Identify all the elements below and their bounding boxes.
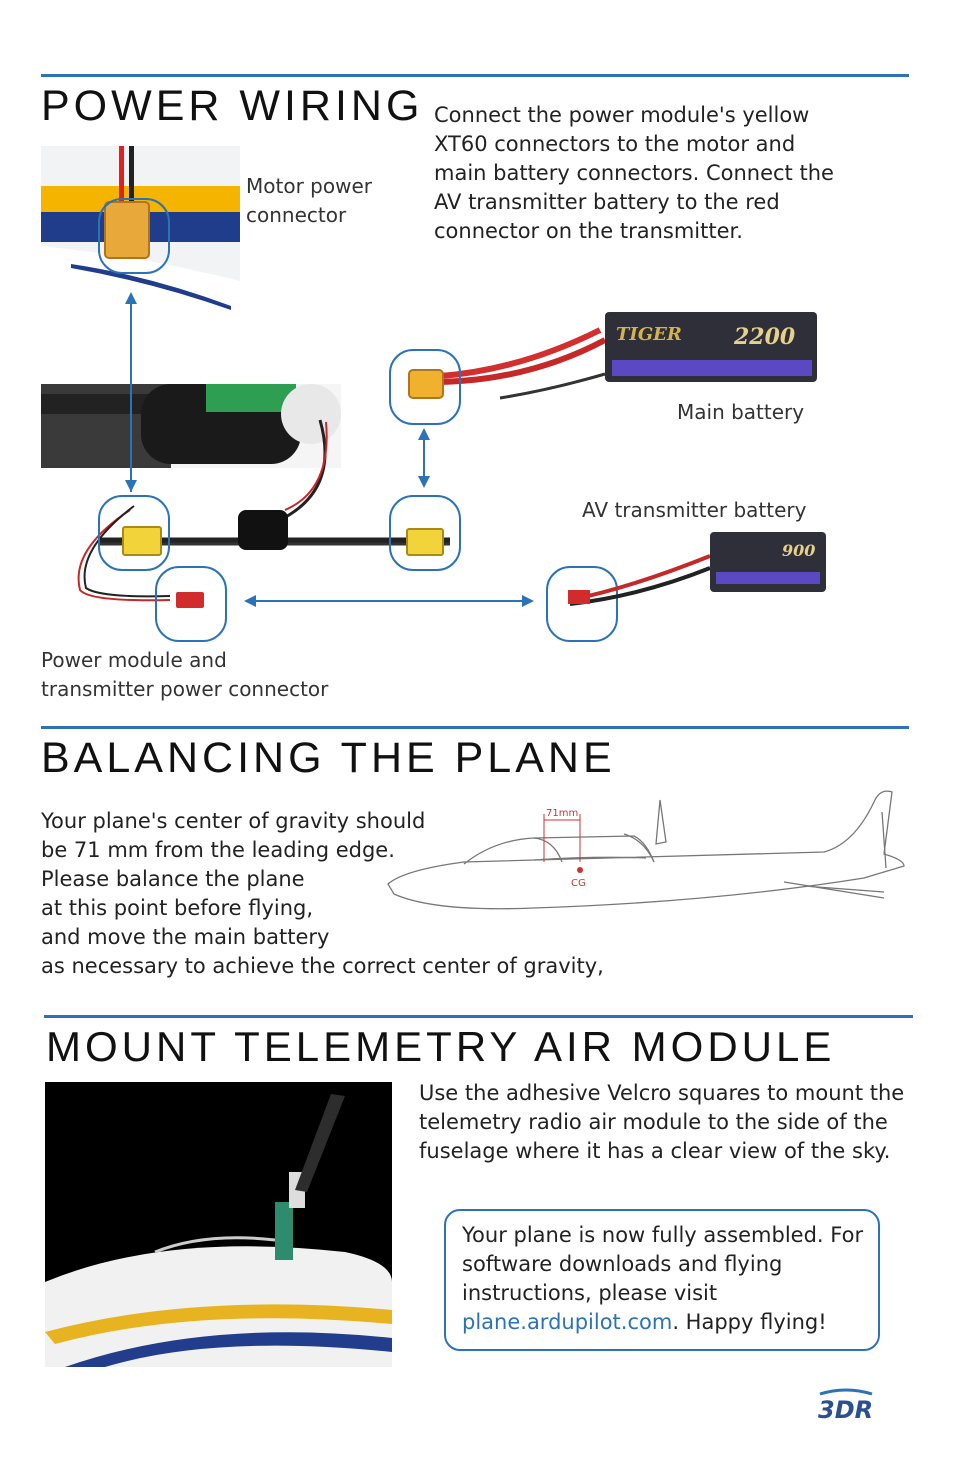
connection-arrows — [125, 292, 534, 607]
main-battery-brand-label: TIGER — [616, 324, 682, 345]
balancing-title: BALANCING THE PLANE — [41, 734, 616, 782]
av-battery-photo: 900 — [560, 528, 830, 608]
motor-power-caption-line1: Motor power — [246, 174, 372, 198]
av-battery-capacity-label: 900 — [782, 541, 815, 560]
assembled-callout-message: Your plane is now fully assembled. For s… — [462, 1223, 864, 1305]
transmitter-red-connector — [176, 592, 204, 608]
3dr-logo: 3DR — [816, 1386, 886, 1424]
assembled-callout-text: Your plane is now fully assembled. For s… — [462, 1221, 870, 1337]
main-battery-caption: Main battery — [677, 400, 805, 424]
balance-text-line2: be 71 mm from the leading edge. — [41, 838, 395, 862]
plane-cg-drawing: 71mm CG — [387, 790, 905, 910]
section-rule-balance — [41, 726, 909, 729]
balance-text-line3: Please balance the plane — [41, 867, 305, 891]
telemetry-module-photo — [45, 1082, 392, 1367]
power-module-left-circle — [98, 495, 170, 571]
cg-marker-label: CG — [571, 878, 586, 889]
motor-power-caption-line2: connector — [246, 203, 347, 227]
power-module-caption-line1: Power module and — [41, 648, 227, 672]
main-battery-xt60-connector — [408, 369, 444, 399]
main-battery-capacity-label: 2200 — [733, 324, 796, 350]
main-battery-photo: TIGER 2200 — [440, 310, 820, 410]
power-wiring-intro: Connect the power module's yellow XT60 c… — [434, 103, 834, 243]
power-wiring-title: POWER WIRING — [41, 82, 424, 130]
section-rule-power — [41, 74, 909, 77]
main-battery-connector-circle — [389, 349, 461, 425]
telemetry-intro: Use the adhesive Velcro squares to mount… — [419, 1081, 905, 1163]
telemetry-title: MOUNT TELEMETRY AIR MODULE — [46, 1023, 836, 1070]
assembled-callout-end: . Happy flying! — [672, 1310, 827, 1334]
transmitter-connector-circle — [155, 566, 227, 642]
ardupilot-link[interactable]: plane.ardupilot.com — [462, 1310, 673, 1334]
power-module-right-circle — [389, 495, 461, 571]
section-rule-telemetry — [44, 1015, 913, 1018]
balance-text-line5: and move the main battery — [41, 925, 330, 949]
assembled-callout: Your plane is now fully assembled. For s… — [444, 1209, 880, 1351]
3dr-logo-text: 3DR — [818, 1396, 873, 1422]
balance-text-line6: as necessary to achieve the correct cent… — [41, 954, 604, 978]
motor-connector-circle — [98, 198, 170, 274]
cg-dimension-label: 71mm — [546, 808, 578, 819]
av-battery-caption: AV transmitter battery — [582, 498, 807, 522]
av-battery-connector-circle — [546, 566, 618, 642]
balance-text-line4: at this point before flying, — [41, 896, 314, 920]
power-module-caption-line2: transmitter power connector — [41, 677, 329, 701]
balance-text-line1: Your plane's center of gravity should — [41, 809, 426, 833]
